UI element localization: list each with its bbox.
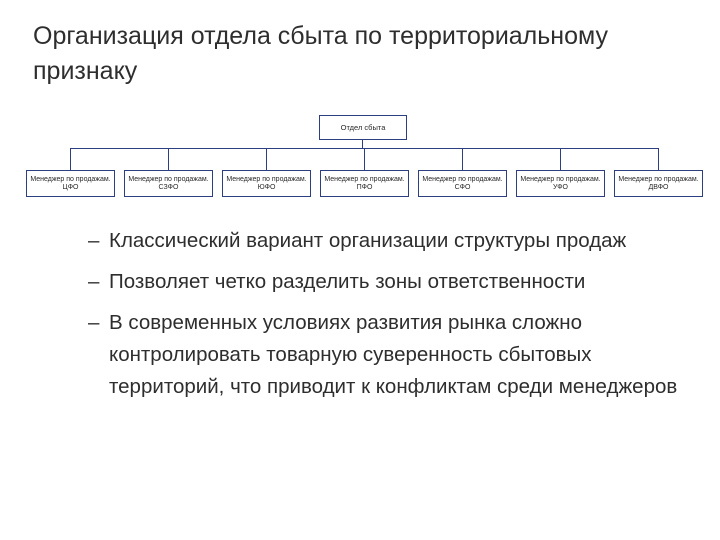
org-root-box: Отдел сбыта [319, 115, 407, 140]
bullet-dash: – [88, 311, 100, 334]
bullet-text: Позволяет четко разделить зоны ответстве… [109, 270, 586, 293]
org-chart: Отдел сбыта Менеджер по продажам. ЦФО Ме… [0, 0, 720, 210]
org-child-box-yufo: Менеджер по продажам. ЮФО [222, 170, 311, 197]
bullet-list: – Классический вариант организации струк… [88, 225, 688, 412]
bullet-item: – В современных условиях развития рынка … [88, 307, 688, 403]
org-child-connector [658, 148, 659, 170]
bullet-dash: – [88, 270, 100, 293]
bullet-item: – Позволяет четко разделить зоны ответст… [88, 266, 688, 298]
org-child-box-sfo: Менеджер по продажам. СФО [418, 170, 507, 197]
org-child-box-szfo: Менеджер по продажам. СЗФО [124, 170, 213, 197]
org-root-connector [362, 140, 363, 149]
org-child-connector [462, 148, 463, 170]
org-child-connector [70, 148, 71, 170]
slide-title: Организация отдела сбыта по территориаль… [33, 22, 608, 85]
bullet-item: – Классический вариант организации струк… [88, 225, 688, 257]
org-child-connector [266, 148, 267, 170]
bullet-text: В современных условиях развития рынка сл… [109, 311, 678, 398]
org-child-connector [168, 148, 169, 170]
bullet-text: Классический вариант организации структу… [109, 229, 627, 252]
org-child-box-cfo: Менеджер по продажам. ЦФО [26, 170, 115, 197]
org-child-connector [364, 148, 365, 170]
org-child-box-pfo: Менеджер по продажам. ПФО [320, 170, 409, 197]
bullet-dash: – [88, 229, 100, 252]
org-child-box-ufo: Менеджер по продажам. УФО [516, 170, 605, 197]
org-child-connector [560, 148, 561, 170]
org-child-box-dvfo: Менеджер по продажам. ДВФО [614, 170, 703, 197]
